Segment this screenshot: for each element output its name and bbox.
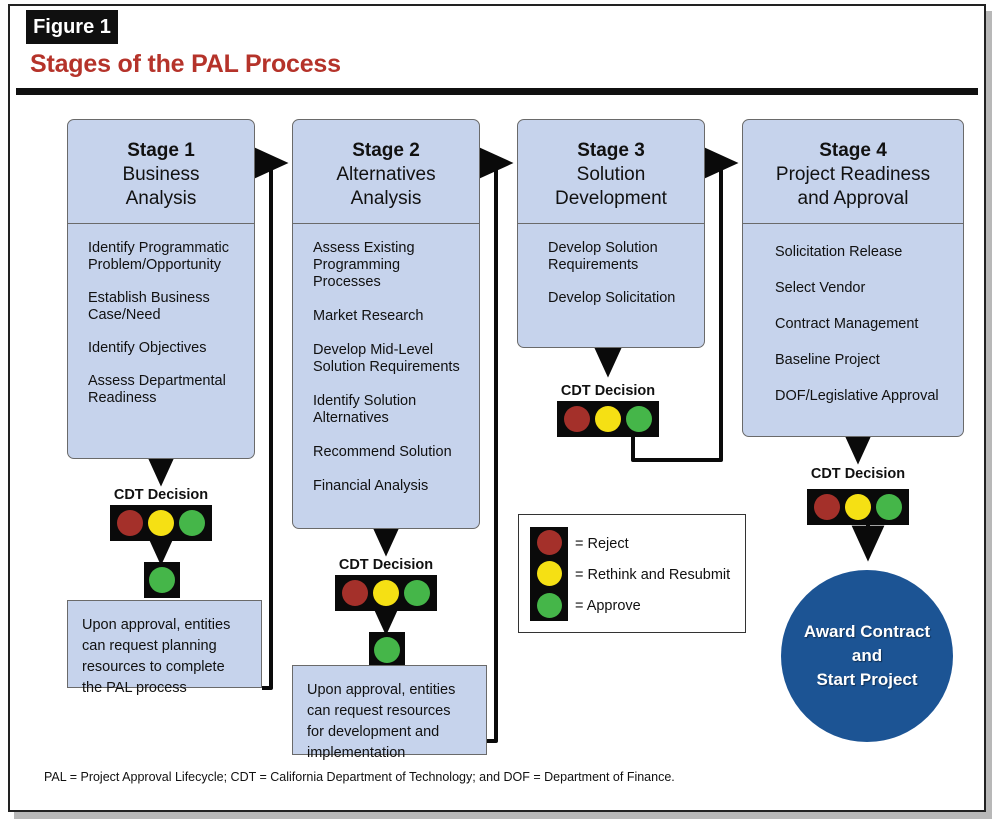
approval-note-2-line-0: Upon approval, entities — [307, 682, 456, 698]
lamp-yellow-4[interactable] — [844, 494, 871, 520]
stage-2-name-line2: Analysis — [350, 188, 422, 209]
lamp-green-approve-2[interactable] — [374, 637, 400, 663]
lamp-green-3[interactable] — [625, 406, 652, 432]
figure-tag: Figure 1 — [26, 10, 118, 44]
approval-note-1-line-1: can request planning — [82, 638, 217, 654]
legend-lamp-yellow — [536, 561, 562, 587]
stage-3-item-1: Develop Solicitation — [548, 290, 676, 306]
stage-box-3[interactable]: Stage 3 Solution Development Develop Sol… — [517, 119, 705, 348]
figure-footnote: PAL = Project Approval Lifecycle; CDT = … — [44, 770, 675, 784]
stage-box-4[interactable]: Stage 4 Project Readiness and Approval S… — [742, 119, 964, 437]
lamp-yellow-2[interactable] — [372, 580, 399, 606]
header-divider — [16, 88, 978, 95]
approval-note-1-line-2: resources to complete — [82, 659, 225, 675]
legend-rows: = Reject = Rethink and Resubmit = Approv… — [575, 529, 743, 621]
approval-note-1-line-3: the PAL process — [82, 680, 187, 696]
legend-lamp-green — [536, 592, 562, 618]
stage-1-name-line2: Analysis — [125, 188, 197, 209]
approval-note-1: Upon approval, entities can request plan… — [67, 600, 262, 696]
cdt-decision-label-1: CDT Decision — [113, 487, 209, 503]
stage-3-name-line2: Development — [555, 188, 667, 209]
stage-3-name-line1: Solution — [576, 164, 646, 185]
lamp-red-2[interactable] — [342, 580, 369, 606]
stage-4-item-2: Contract Management — [775, 316, 919, 332]
lamp-red-4[interactable] — [814, 494, 841, 520]
traffic-light-1[interactable] — [110, 505, 212, 541]
award-line-2: and — [851, 646, 883, 665]
award-contract-circle[interactable]: Award Contract and Start Project — [781, 570, 953, 742]
approval-note-2-line-1: can request resources — [307, 703, 451, 719]
stage-4-header: Stage 4 Project Readiness and Approval — [743, 120, 963, 224]
stage-1-item-2: Identify Objectives — [88, 340, 207, 356]
stage-4-name-line1: Project Readiness — [775, 164, 931, 185]
lamp-red-3[interactable] — [564, 406, 591, 432]
stage-4-item-0: Solicitation Release — [775, 244, 903, 260]
figure-title: Stages of the PAL Process — [30, 50, 341, 78]
traffic-light-3[interactable] — [557, 401, 659, 437]
lamp-yellow-3[interactable] — [594, 406, 621, 432]
lamp-green-1[interactable] — [178, 510, 205, 536]
approval-note-2-line-3: implementation — [307, 745, 406, 761]
stage-box-2[interactable]: Stage 2 Alternatives Analysis Assess Exi… — [292, 119, 480, 529]
legend-traffic-light — [530, 527, 568, 621]
legend: = Reject = Rethink and Resubmit = Approv… — [518, 514, 746, 633]
award-line-1: Award Contract — [803, 622, 931, 641]
stage-2-item-5: Financial Analysis — [313, 478, 429, 494]
lamp-green-4[interactable] — [875, 494, 902, 520]
approval-note-1-line-0: Upon approval, entities — [82, 617, 231, 633]
stage-4-number: Stage 4 — [819, 140, 887, 161]
stage-4-item-4: DOF/Legislative Approval — [775, 388, 939, 404]
award-line-3: Start Project — [816, 670, 918, 689]
legend-row-approve: = Approve — [575, 597, 641, 614]
approval-note-2-line-2: for development and — [307, 724, 440, 740]
stage-2-header: Stage 2 Alternatives Analysis — [293, 120, 479, 224]
approval-note-2: Upon approval, entities can request reso… — [292, 665, 487, 761]
lamp-green-approve-1[interactable] — [149, 567, 175, 593]
stage-1-header: Stage 1 Business Analysis — [68, 120, 254, 224]
stage-4-items: Solicitation Release Select Vendor Contr… — [743, 224, 963, 431]
stage-2-item-1: Market Research — [313, 308, 424, 324]
stage-3-number: Stage 3 — [577, 140, 645, 161]
traffic-light-2[interactable] — [335, 575, 437, 611]
traffic-light-4[interactable] — [807, 489, 909, 525]
legend-row-rethink: = Rethink and Resubmit — [575, 566, 731, 583]
stage-3-header: Stage 3 Solution Development — [518, 120, 704, 224]
stage-1-number: Stage 1 — [127, 140, 195, 161]
lamp-yellow-1[interactable] — [147, 510, 174, 536]
lamp-green-2[interactable] — [403, 580, 430, 606]
legend-lamp-red — [536, 530, 562, 556]
approve-chip-2[interactable] — [369, 632, 405, 668]
stage-4-name-line2: and Approval — [797, 188, 909, 209]
stage-4-item-3: Baseline Project — [775, 352, 880, 368]
stage-1-name-line1: Business — [122, 164, 200, 185]
cdt-decision-label-3: CDT Decision — [560, 383, 656, 399]
legend-row-reject: = Reject — [575, 536, 629, 553]
stage-4-item-1: Select Vendor — [775, 280, 866, 296]
cdt-decision-label-2: CDT Decision — [338, 557, 434, 573]
approve-chip-1[interactable] — [144, 562, 180, 598]
cdt-decision-label-4: CDT Decision — [810, 466, 906, 482]
stage-box-1[interactable]: Stage 1 Business Analysis Identify Progr… — [67, 119, 255, 459]
stage-2-item-4: Recommend Solution — [313, 444, 452, 460]
stage-2-number: Stage 2 — [352, 140, 420, 161]
lamp-red-1[interactable] — [117, 510, 144, 536]
stage-2-name-line1: Alternatives — [336, 164, 436, 185]
